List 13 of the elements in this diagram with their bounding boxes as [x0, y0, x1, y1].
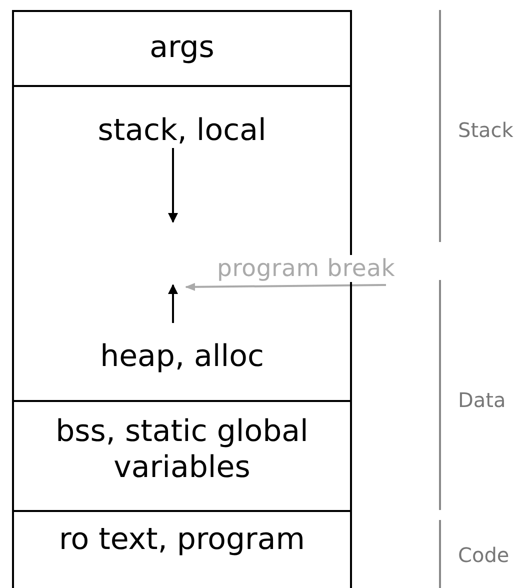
- segment-label: args: [148, 30, 216, 66]
- callout-label: program break: [217, 255, 396, 282]
- segment-label: ro text, program: [58, 522, 306, 558]
- segment-label: bss, static global variables: [54, 414, 310, 486]
- memory-segment: [12, 400, 352, 512]
- region-label: Data: [458, 388, 506, 412]
- segment-label: heap, alloc: [99, 339, 265, 375]
- segment-label: stack, local: [96, 113, 268, 149]
- memory-segment: [12, 10, 352, 87]
- region-label: Stack: [458, 118, 514, 142]
- leader-arrow: [185, 282, 386, 291]
- region-label: Code: [458, 543, 510, 567]
- memory-segment: [12, 510, 352, 588]
